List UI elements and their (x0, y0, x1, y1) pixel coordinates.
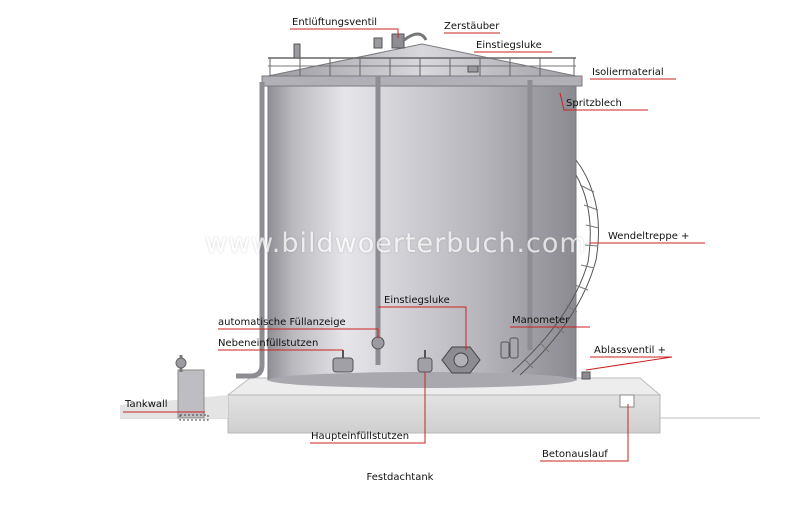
label-nebeneinfuellstutzen[interactable]: Nebeneinfüllstutzen (218, 338, 319, 349)
watermark-text: www.bildwoerterbuch.com (205, 228, 587, 259)
diagram-caption: Festdachtank (366, 472, 434, 483)
label-zerstaeuber[interactable]: Zerstäuber (444, 21, 500, 32)
label-wendeltreppe[interactable]: Wendeltreppe + (608, 231, 690, 242)
tank-roof (261, 32, 583, 87)
label-isoliermaterial[interactable]: Isoliermaterial (592, 67, 664, 78)
label-spritzblech[interactable]: Spritzblech (566, 98, 622, 109)
label-einstiegsluke-mid[interactable]: Einstiegsluke (384, 295, 450, 306)
bottom-fittings (332, 336, 591, 380)
label-haupteinfuellstutzen[interactable]: Haupteinfüllstutzen (311, 431, 410, 442)
side-pipes (236, 76, 533, 379)
label-einstiegsluke-top[interactable]: Einstiegsluke (476, 40, 542, 51)
label-ablassventil[interactable]: Ablassventil + (594, 345, 666, 356)
betonauslauf-drain (619, 394, 635, 408)
spiral-staircase (511, 159, 600, 376)
label-tankwall[interactable]: Tankwall (125, 399, 168, 410)
label-automatische-fuellanzeige[interactable]: automatische Füllanzeige (218, 317, 346, 328)
label-manometer[interactable]: Manometer (512, 315, 570, 326)
leader-lines (123, 28, 705, 462)
label-entlueftungsventil[interactable]: Entlüftungsventil (292, 17, 378, 28)
label-betonauslauf[interactable]: Betonauslauf (542, 449, 608, 460)
